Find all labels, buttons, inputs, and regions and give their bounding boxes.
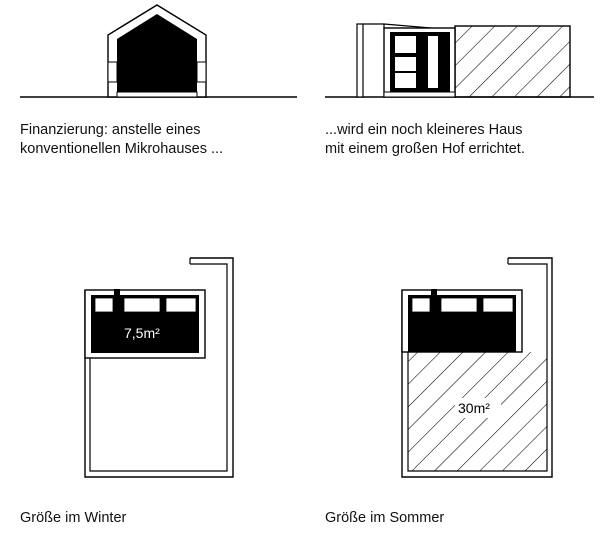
yard-wall-inner [407,263,548,472]
small-house-yard-section [325,23,594,98]
summer-area-label: 30m² [458,400,490,416]
caption-line: mit einem großen Hof errichtet. [325,141,525,157]
left-window [107,61,118,83]
winter-furniture-3 [165,297,197,313]
winter-furniture-1 [94,297,114,313]
caption-summer: Größe im Sommer [325,510,445,526]
house-footing [116,91,198,98]
caption-financing: Finanzierung: anstelle eines konventione… [20,121,223,159]
winter-plan: 7,5m² [84,257,234,478]
summer-furniture-3 [482,297,514,313]
caption-winter: Größe im Winter [20,510,127,526]
caption-smaller-house: ...wird ein noch kleineres Haus mit eine… [325,121,525,159]
yard-left-wall [356,23,364,98]
shelf-upper [395,36,416,53]
yard-wall-inner [89,263,228,472]
winter-area-label: 7,5m² [124,325,160,341]
summer-furniture-1 [411,297,431,313]
caption-line: ...wird ein noch kleineres Haus [325,122,523,138]
summer-stove [431,289,437,295]
house-interior [117,14,197,92]
summer-furniture-2 [440,297,478,313]
micro-house-section [20,4,297,98]
caption-line: konventionellen Mikrohauses ... [20,141,224,157]
summer-plan: 30m² [401,257,553,478]
summer-area-label-bg [455,398,501,418]
winter-stove [114,289,120,295]
house-footing [383,91,456,98]
door-opening [428,36,438,88]
caption-line: Finanzierung: anstelle eines [20,122,201,138]
right-window [196,61,207,83]
yard-wall-outer [401,257,553,478]
winter-furniture-2 [123,297,161,313]
yard-wall-outer [84,257,234,478]
yard-hatched-area [454,25,571,98]
